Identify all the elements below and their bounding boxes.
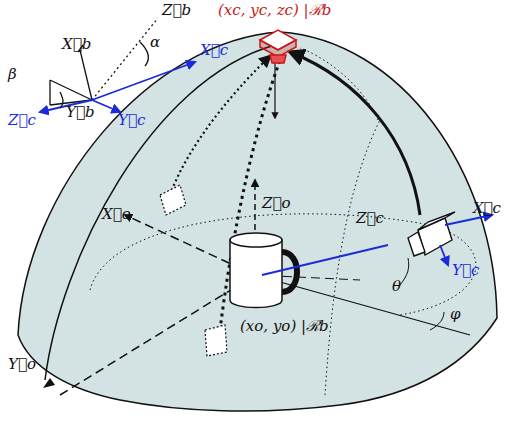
vector-label: X⃗c	[200, 42, 228, 59]
angle-label: φ	[450, 306, 461, 323]
vector-label: Y⃗c	[118, 112, 145, 129]
angle-label: α	[150, 34, 160, 51]
vector-label: X⃗o	[102, 206, 131, 223]
vector-label: X⃗b	[62, 36, 91, 53]
angle-label: β	[8, 66, 17, 83]
vector-label: Y⃗o	[8, 356, 36, 373]
vector-label: X⃗c	[473, 200, 501, 217]
vector-label: Y⃗b	[66, 104, 95, 121]
vector-label: Z⃗c	[356, 210, 384, 227]
vector-label: Z⃗b	[162, 2, 191, 19]
vector-label: Z⃗o	[262, 195, 290, 212]
vector-label: Z⃗c	[8, 112, 36, 129]
coordinate-label: (xo, yo) |ℛb	[240, 318, 329, 335]
coordinate-label: (xc, yc, zc) |ℛb	[218, 2, 331, 19]
angle-label: θ	[392, 278, 401, 295]
vector-label: Y⃗c	[452, 262, 479, 279]
